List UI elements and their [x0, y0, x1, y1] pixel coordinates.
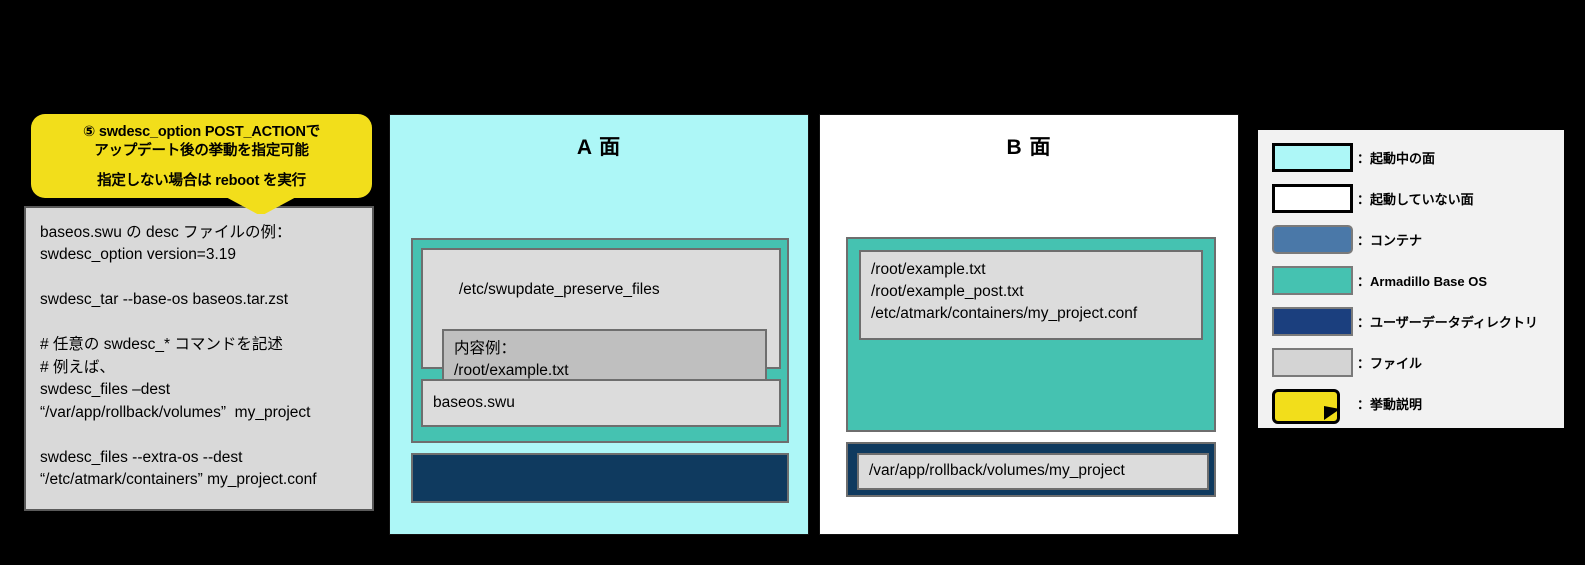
legend-label-baseos: ：Armadillo Base OS: [1357, 273, 1488, 289]
legend-item-baseos: ：Armadillo Base OS: [1272, 265, 1487, 295]
surface-panel-b: B 面 /root/example.txt /root/example_post…: [819, 114, 1239, 535]
callout-swatch-tail-icon: [1324, 405, 1340, 420]
legend-panel: ：起動中の面 ：起動していない面 ：コンテナ ：Armadillo Base O…: [1258, 130, 1564, 428]
post-action-callout: ⑤ swdesc_option POST_ACTIONで アップデート後の挙動を…: [31, 114, 372, 198]
panel-a-title: A 面: [576, 136, 622, 159]
inactive-surface-swatch: [1272, 183, 1353, 213]
legend-label-inactive-surface: ：起動していない面: [1357, 191, 1474, 207]
preserve-files-name: /etc/swupdate_preserve_files: [458, 281, 660, 298]
legend-label-container: ：コンテナ: [1357, 232, 1423, 248]
panel-a-userdata-block: [411, 453, 789, 503]
file-swatch: [1272, 347, 1353, 377]
legend-item-userdata: ：ユーザーデータディレクトリ: [1272, 306, 1538, 336]
panel-a-baseos-block: /etc/swupdate_preserve_files 内容例： /root/…: [411, 238, 789, 443]
callout-swatch: [1272, 388, 1353, 424]
legend-label-active-surface: ：起動中の面: [1357, 150, 1436, 166]
baseos-swatch: [1272, 265, 1353, 295]
callout-line-1: ⑤ swdesc_option POST_ACTIONで: [82, 124, 321, 141]
panel-b-baseos-block: /root/example.txt /root/example_post.txt…: [846, 237, 1216, 432]
active-surface-swatch: [1272, 142, 1353, 172]
legend-item-active-surface: ：起動中の面: [1272, 142, 1435, 172]
legend-item-file: ：ファイル: [1272, 347, 1422, 377]
callout-line-3: 指定しない場合は reboot を実行: [97, 172, 306, 189]
panel-b-userdata-path: /var/app/rollback/volumes/my_project: [857, 453, 1209, 490]
legend-label-file: ：ファイル: [1357, 355, 1423, 371]
callout-line-2: アップデート後の挙動を指定可能: [94, 143, 309, 160]
legend-label-callout: ：挙動説明: [1357, 396, 1423, 412]
preserve-files-file: /etc/swupdate_preserve_files 内容例： /root/…: [421, 248, 781, 414]
surface-panel-a: A 面 /etc/swupdate_preserve_files 内容例： /r…: [389, 114, 809, 535]
panel-b-title: B 面: [1006, 136, 1052, 159]
legend-item-callout: ：挙動説明: [1272, 388, 1423, 424]
container-swatch: [1272, 224, 1353, 254]
panel-b-userdata-block: /var/app/rollback/volumes/my_project: [846, 442, 1216, 497]
desc-file-example: baseos.swu の desc ファイルの例： swdesc_option …: [24, 206, 374, 511]
panel-b-restored-files: /root/example.txt /root/example_post.txt…: [859, 250, 1203, 340]
legend-item-container: ：コンテナ: [1272, 224, 1422, 254]
legend-label-userdata: ：ユーザーデータディレクトリ: [1357, 314, 1538, 330]
baseos-swu-file: baseos.swu: [421, 379, 781, 427]
legend-item-inactive-surface: ：起動していない面: [1272, 183, 1474, 213]
userdata-swatch: [1272, 306, 1353, 336]
